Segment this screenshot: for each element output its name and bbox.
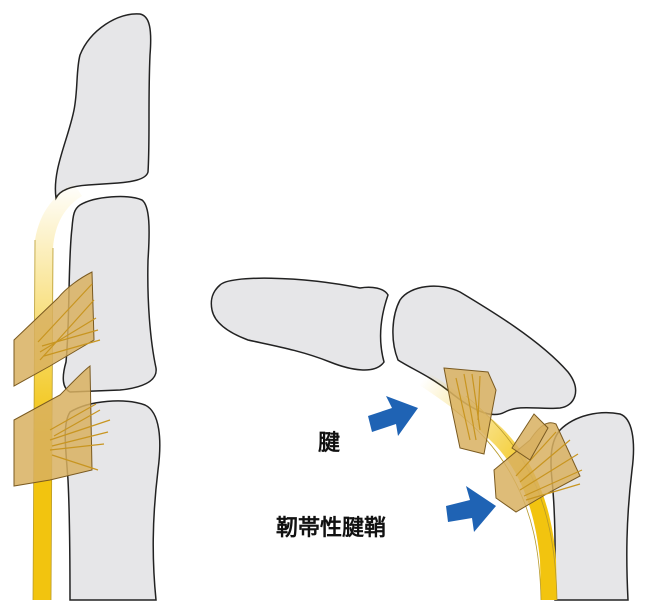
distal-phalanx-bone: [55, 14, 150, 198]
bent-finger: [211, 278, 633, 600]
bent-distal-phalanx-bone: [211, 278, 388, 370]
sheath-arrow-icon: [446, 486, 496, 532]
straight-finger: [14, 14, 160, 600]
bent-upper-ligament-sheath: [444, 368, 496, 454]
tendon-label: 腱: [318, 425, 340, 457]
tendon-sheath-label: 靭帯性腱鞘: [276, 510, 386, 542]
tendon-arrow-icon: [368, 396, 418, 436]
